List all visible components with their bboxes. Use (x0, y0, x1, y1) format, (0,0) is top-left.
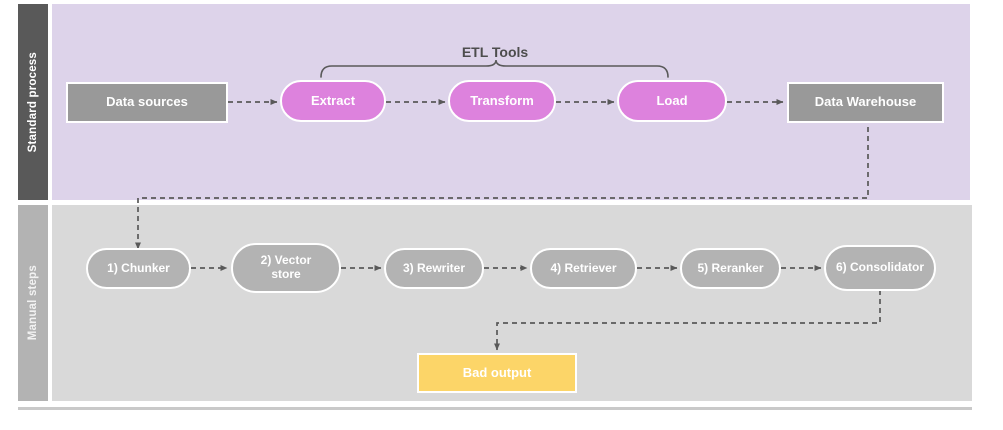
node-label-extract: Extract (310, 92, 356, 108)
lane-label-standard-process: Standard process (27, 51, 39, 153)
node-label-load: Load (656, 92, 688, 108)
node-load[interactable]: Load (617, 80, 727, 122)
node-label-retriever: 4) Retriever (550, 260, 617, 275)
node-label-reranker: 5) Reranker (697, 260, 764, 275)
node-data-warehouse[interactable]: Data Warehouse (787, 82, 944, 123)
node-label-consolidator: 6) Consolidator (836, 260, 925, 275)
node-label-data-sources: Data sources (106, 94, 188, 110)
node-label-vector-store: 2) Vector store (260, 253, 312, 281)
node-bad-output[interactable]: Bad output (417, 353, 577, 393)
node-data-sources[interactable]: Data sources (66, 82, 228, 123)
etl-tools-label: ETL Tools (461, 44, 529, 60)
node-retriever[interactable]: 4) Retriever (530, 248, 637, 289)
lane-band-standard-process: Standard process (18, 4, 48, 200)
node-chunker[interactable]: 1) Chunker (86, 248, 191, 289)
node-label-rewriter: 3) Rewriter (402, 260, 466, 275)
node-reranker[interactable]: 5) Reranker (680, 248, 781, 289)
bottom-divider (18, 407, 972, 410)
lane-label-manual-steps: Manual steps (27, 265, 39, 341)
node-label-bad-output: Bad output (462, 364, 532, 380)
node-transform[interactable]: Transform (448, 80, 556, 122)
node-consolidator[interactable]: 6) Consolidator (824, 245, 936, 291)
node-vector-store[interactable]: 2) Vector store (231, 243, 341, 293)
node-rewriter[interactable]: 3) Rewriter (384, 248, 484, 289)
node-label-chunker: 1) Chunker (107, 260, 170, 275)
lane-band-manual-steps: Manual steps (18, 205, 48, 401)
node-extract[interactable]: Extract (280, 80, 386, 122)
node-label-data-warehouse: Data Warehouse (814, 94, 917, 110)
node-label-transform: Transform (470, 92, 534, 108)
